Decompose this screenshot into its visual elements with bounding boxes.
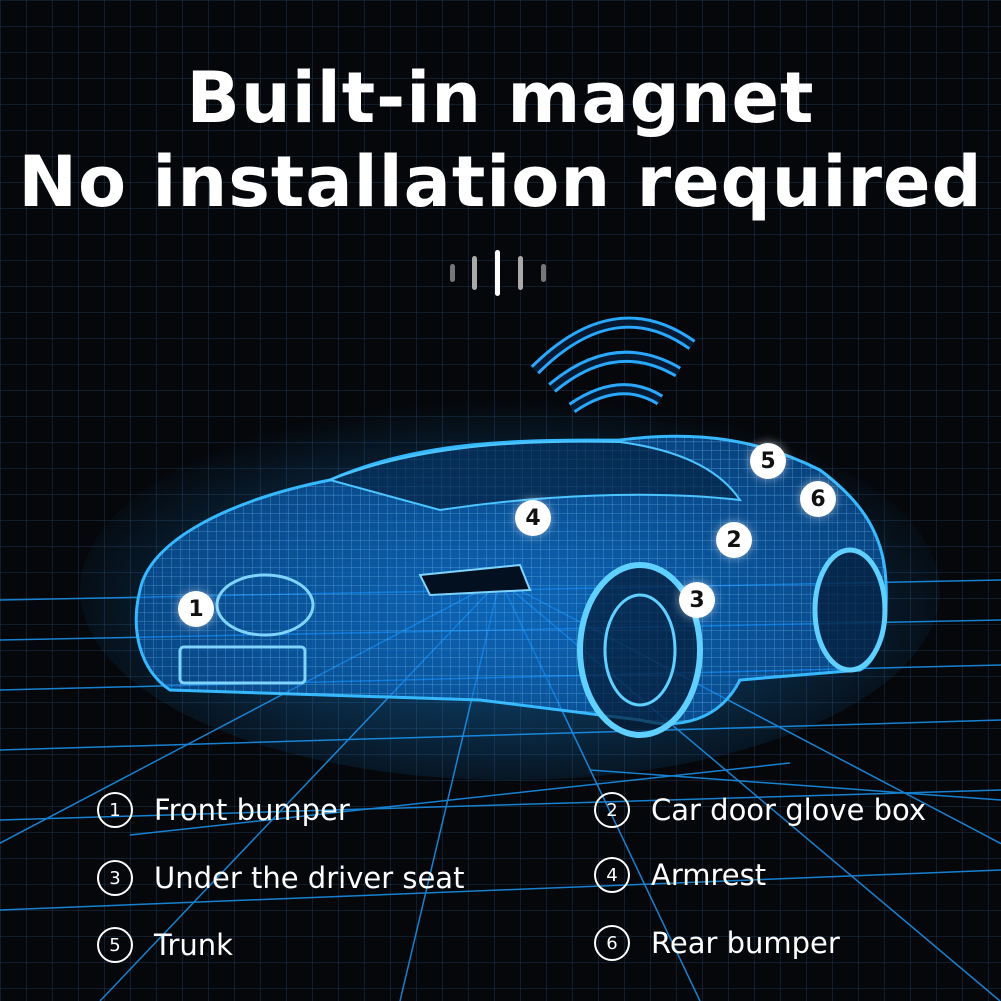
legend-label: Car door glove box <box>651 793 927 827</box>
marker-6: 6 <box>800 481 836 517</box>
legend-item-3: 3 Under the driver seat <box>97 860 464 896</box>
number-badge: 4 <box>594 857 630 893</box>
legend-item-4: 4 Armrest <box>594 857 766 893</box>
legend-label: Rear bumper <box>651 926 840 960</box>
marker-2: 2 <box>716 522 752 558</box>
number-badge: 3 <box>97 860 133 896</box>
legend-item-6: 6 Rear bumper <box>594 925 840 961</box>
number-badge: 5 <box>97 927 133 963</box>
legend-item-2: 2 Car door glove box <box>594 792 926 828</box>
number-badge: 1 <box>97 792 133 828</box>
headline-line-1: Built-in magnet <box>186 57 815 139</box>
legend-label: Trunk <box>154 928 233 962</box>
marker-5: 5 <box>750 443 786 479</box>
sound-wave-icon <box>448 250 552 298</box>
headline-line-2: No installation required <box>18 141 983 223</box>
legend-label: Under the driver seat <box>154 861 465 895</box>
legend-label: Armrest <box>651 858 767 892</box>
legend-label: Front bumper <box>154 793 350 827</box>
number-badge: 2 <box>594 792 630 828</box>
number-badge: 6 <box>594 925 630 961</box>
legend-item-5: 5 Trunk <box>97 927 233 963</box>
marker-3: 3 <box>679 582 715 618</box>
marker-4: 4 <box>515 500 551 536</box>
marker-1: 1 <box>178 591 214 627</box>
legend-item-1: 1 Front bumper <box>97 792 350 828</box>
